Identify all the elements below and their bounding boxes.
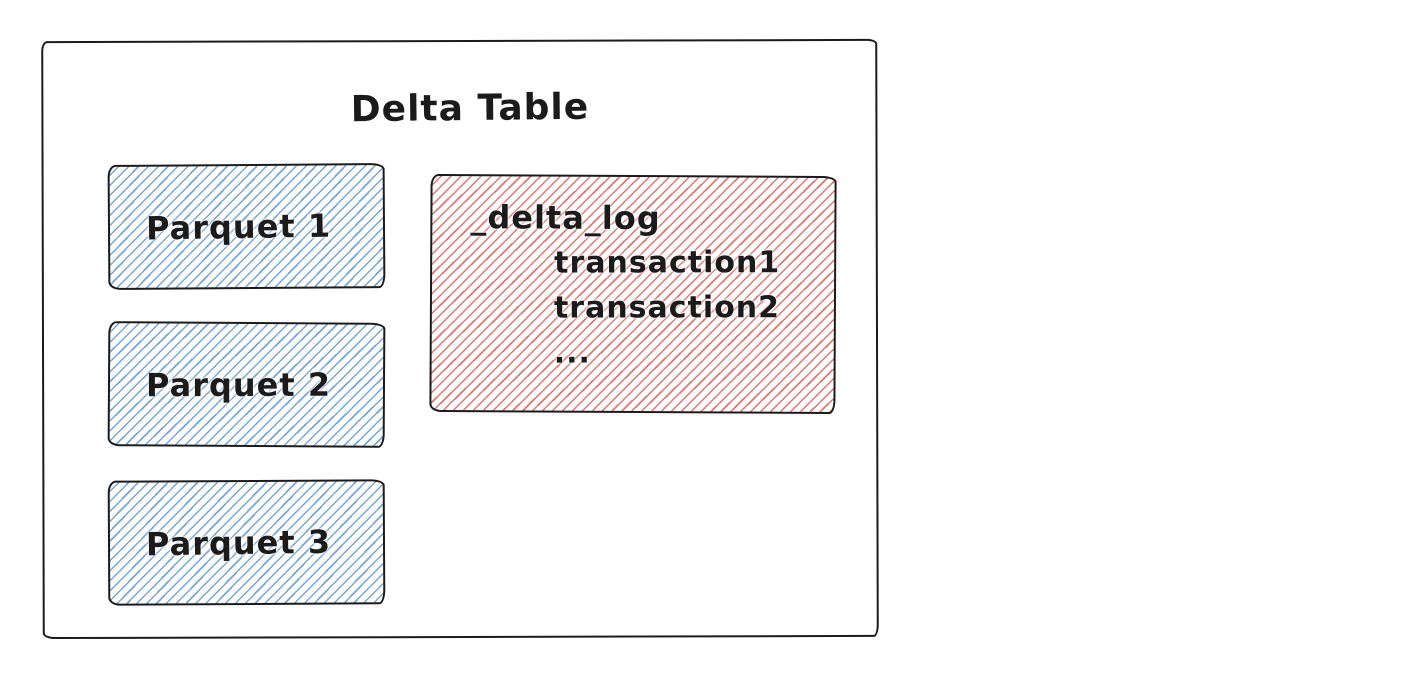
- parquet-label: Parquet 1: [145, 206, 332, 248]
- parquet-box-3: Parquet 3: [107, 479, 386, 606]
- parquet-label: Parquet 3: [145, 522, 332, 563]
- delta-log-entry: transaction1: [554, 245, 781, 281]
- parquet-label: Parquet 2: [145, 365, 332, 404]
- delta-log-entries: transaction1 transaction2 ...: [470, 244, 835, 371]
- delta-log-entry: ...: [553, 335, 591, 371]
- diagram-title: Delta Table: [350, 86, 590, 131]
- delta-log-box: _delta_log transaction1 transaction2 ...: [429, 173, 837, 415]
- delta-log-entry: transaction2: [553, 290, 781, 326]
- parquet-box-2: Parquet 2: [107, 321, 386, 448]
- parquet-box-1: Parquet 1: [107, 163, 386, 290]
- delta-log-label: _delta_log: [470, 198, 661, 238]
